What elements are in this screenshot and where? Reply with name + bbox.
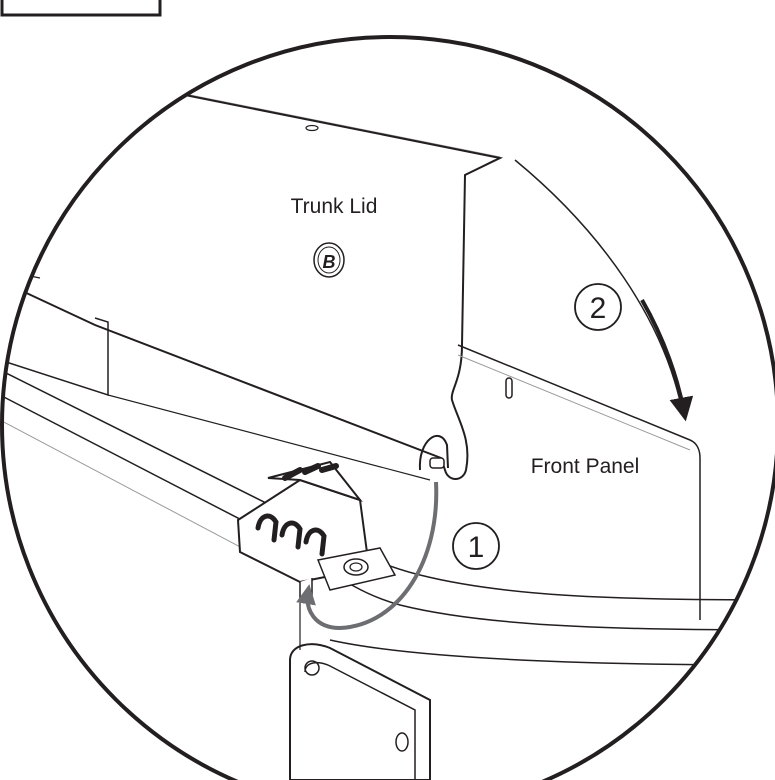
motion-arrow-2-trail [514,159,684,416]
step-callout-1: 1 [452,522,500,570]
cavity-floor [107,394,431,481]
corner-box [0,0,162,17]
step-2-circle [574,283,622,331]
front-panel-outline [457,344,701,620]
hinge-block [289,643,431,780]
box-rim-shadow [2,419,281,569]
lid-hook-slot [418,434,449,471]
rim-bolt [316,547,397,591]
logo-letter: B [323,252,336,272]
front-panel-slot [505,377,513,399]
logo-badge: B [313,242,345,278]
step-callout-2: 2 [574,283,622,331]
step-1-circle [452,522,500,570]
motion-arrow-1 [296,481,439,631]
hook-pin [429,457,445,469]
front-panel-inner-edge [457,354,691,451]
step-2-number: 2 [590,292,607,325]
trunk-lid-label: Trunk Lid [291,195,378,218]
motion-arrow-2 [640,299,694,422]
detail-view [2,90,775,780]
lid-fold [464,159,496,176]
lid-hole [305,124,319,132]
step-1-number: 1 [468,531,485,564]
cavity-wall [2,317,109,397]
trunk-lid-panel [2,91,504,480]
front-panel-label: Front Panel [531,455,640,478]
detail-circle-border [0,35,775,780]
